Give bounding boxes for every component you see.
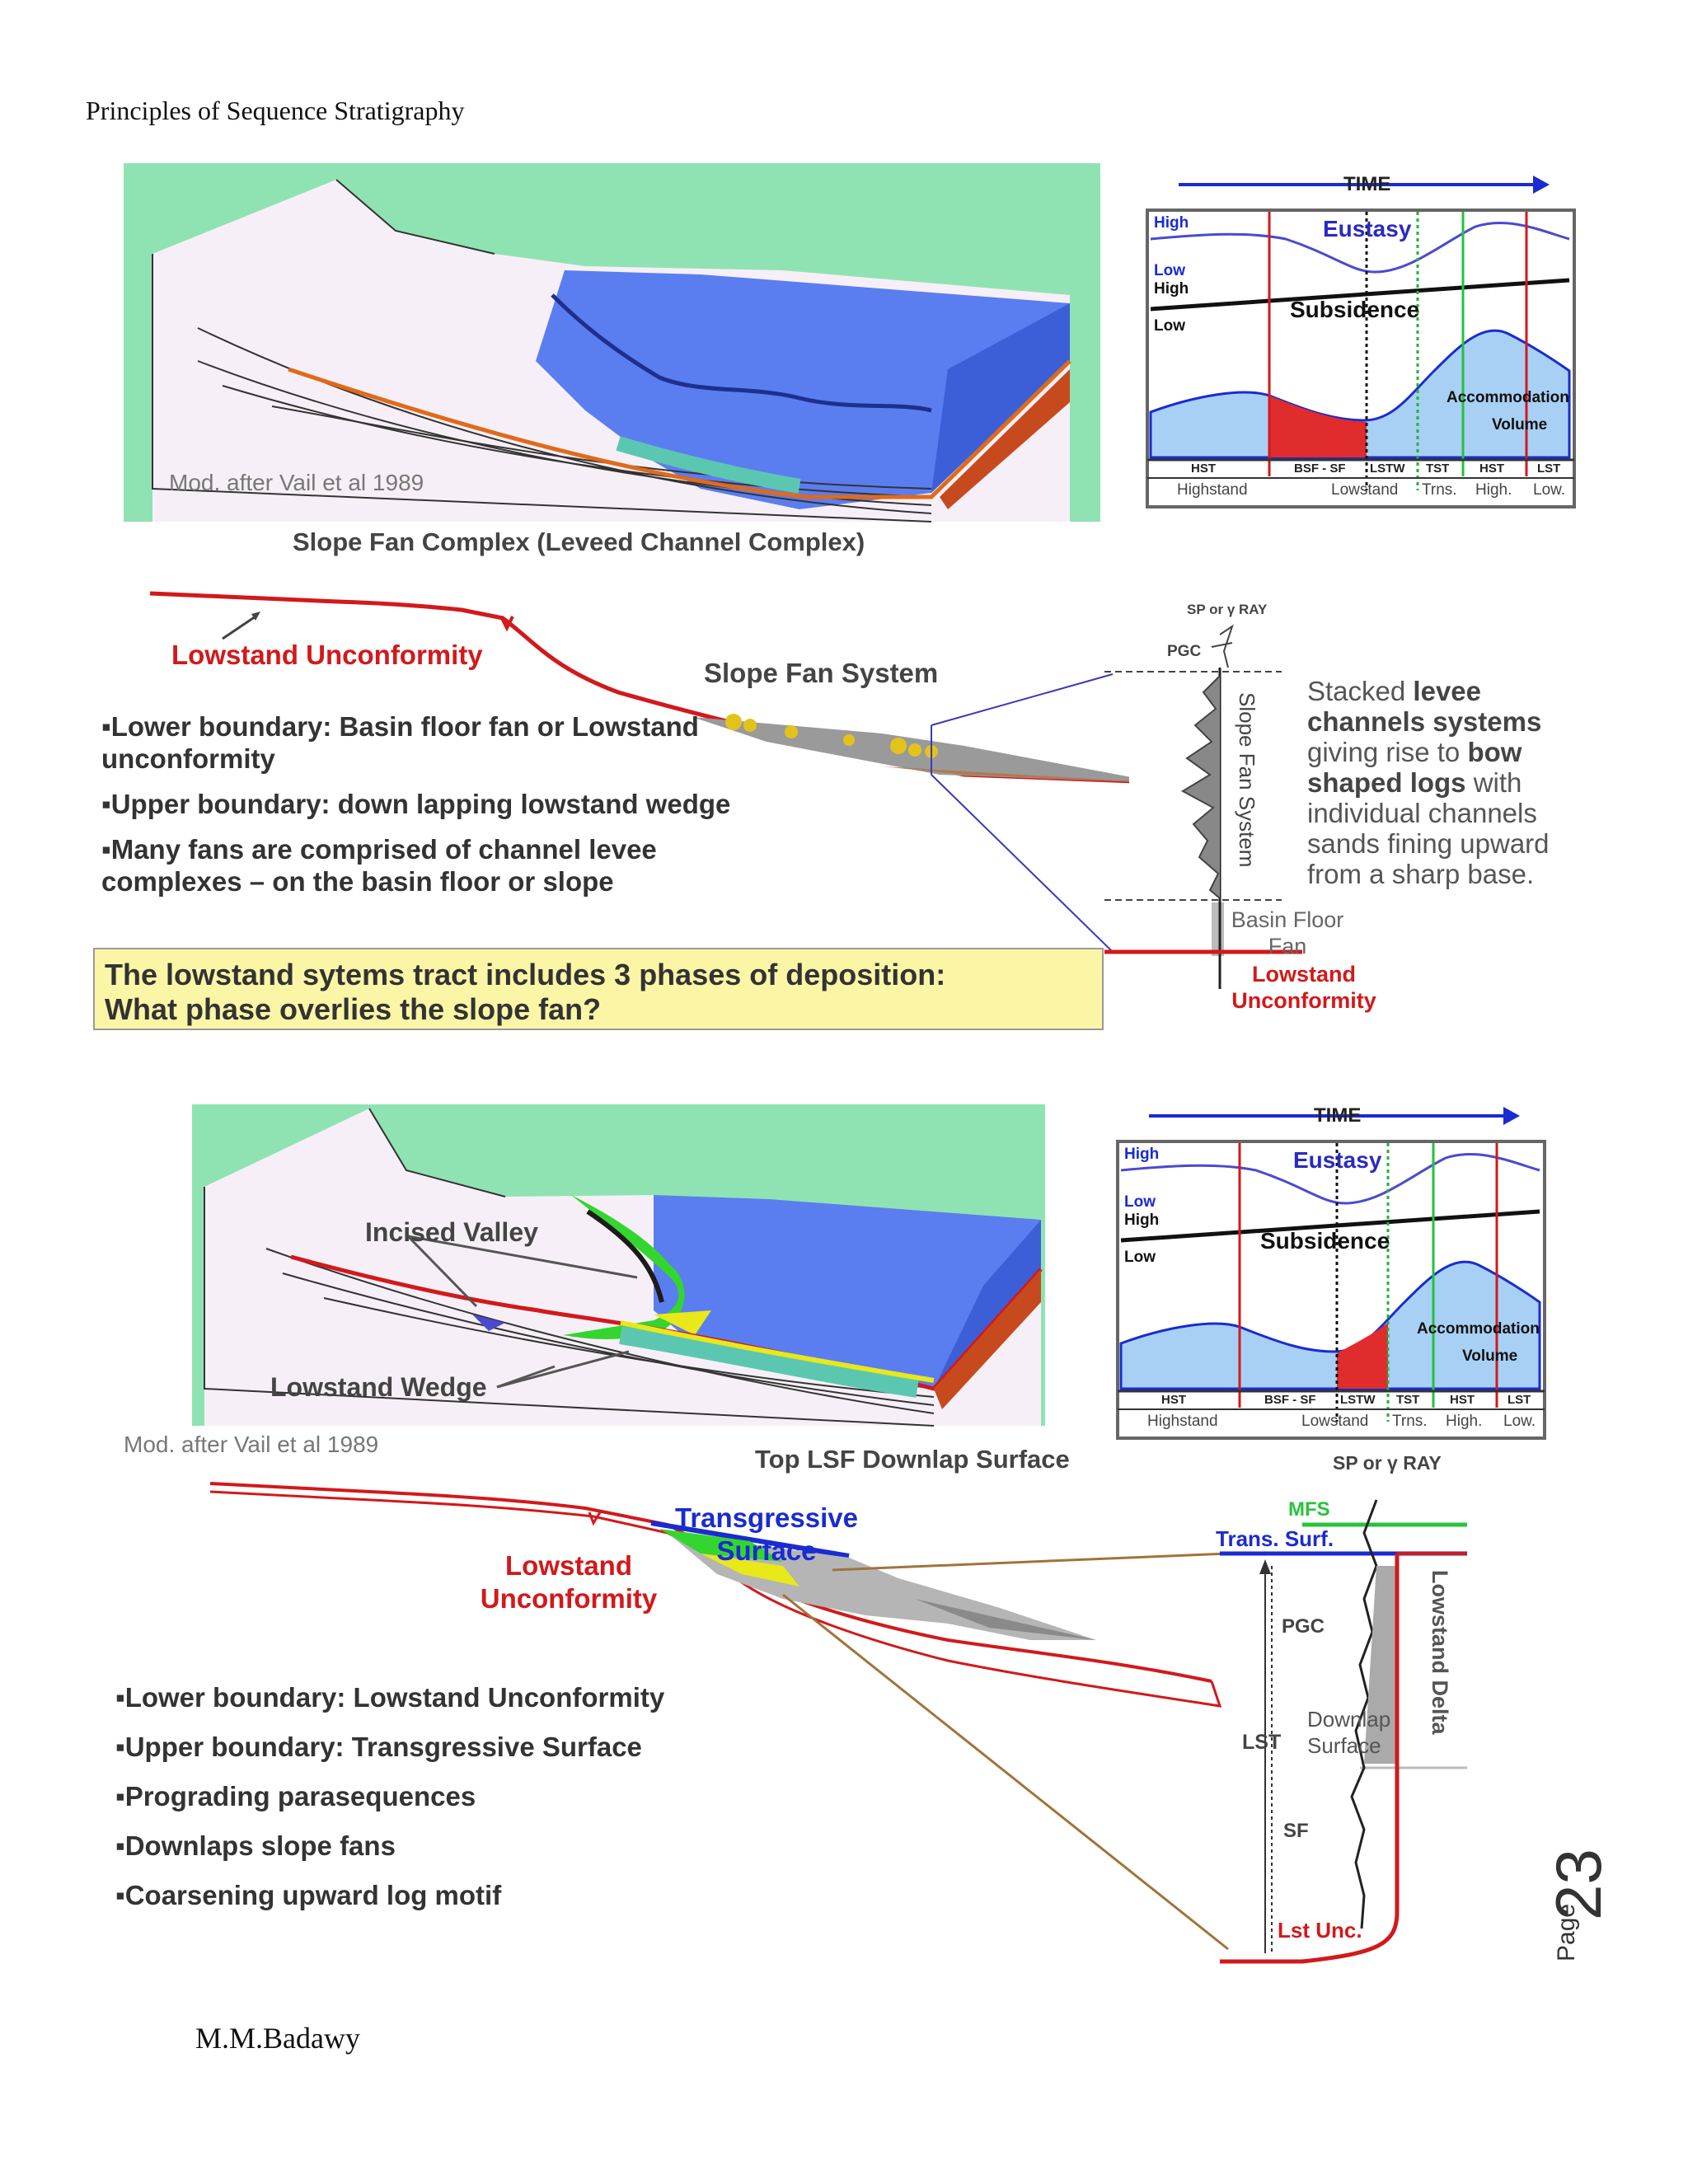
mfs-label: MFS: [1288, 1498, 1330, 1521]
page-number-value: 23: [1541, 1849, 1616, 1920]
subsidence-high-label: High: [1154, 280, 1189, 298]
bullet-item: ▪Many fans are comprised of channel leve…: [101, 833, 744, 898]
tract-tst: TST: [1426, 462, 1449, 476]
time-label: TIME: [1314, 1104, 1361, 1127]
running-header: Principles of Sequence Stratigraphy: [86, 96, 464, 126]
stage-high: High.: [1446, 1413, 1482, 1431]
tract-row: HST BSF - SF LSTW TST HST LST: [1146, 462, 1574, 478]
accommodation-label: Accommodation: [1447, 389, 1569, 407]
eustasy-label: Eustasy: [1323, 216, 1411, 242]
subsidence-label: Subsidence: [1260, 1228, 1390, 1254]
stage-lowstand: Lowstand: [1301, 1413, 1368, 1431]
surface-word: Surface: [668, 1535, 865, 1568]
subsidence-label: Subsidence: [1290, 297, 1419, 323]
eustasy-low-label: Low: [1154, 262, 1185, 280]
bullet-item: ▪Upper boundary: Transgressive Surface: [115, 1731, 758, 1763]
trans-surf-label: Trans. Surf.: [1216, 1526, 1334, 1552]
desc-text-2: giving rise to: [1307, 737, 1467, 767]
time-label: TIME: [1343, 173, 1390, 196]
bullet-item: ▪Upper boundary: down lapping lowstand w…: [101, 788, 744, 820]
log-unconformity-label: Lowstand Unconformity: [1221, 961, 1386, 1014]
bullet-item: ▪Coarsening upward log motif: [115, 1879, 758, 1911]
tract-hst2: HST: [1450, 1393, 1475, 1407]
stage-highstand: Highstand: [1147, 1413, 1218, 1431]
stage-low: Low.: [1503, 1413, 1536, 1431]
question-line-1: The lowstand sytems tract includes 3 pha…: [105, 958, 1092, 992]
tract-hst: HST: [1161, 1393, 1186, 1407]
downlap-word: Downlap: [1307, 1706, 1390, 1732]
log-header-2: SP or γ RAY: [1333, 1452, 1442, 1474]
incised-valley-label: Incised Valley: [365, 1217, 538, 1248]
sf-label: SF: [1283, 1820, 1309, 1843]
lowstand-word: Lowstand: [470, 1549, 668, 1582]
unconformity-word: Unconformity: [470, 1582, 668, 1615]
surface-word-2: Surface: [1307, 1732, 1390, 1759]
slope-fan-bullets: ▪Lower boundary: Basin floor fan or Lows…: [101, 710, 744, 911]
lst-unc-label: Lst Unc.: [1278, 1918, 1362, 1943]
slope-fan-interval-label: Slope Fan System: [1234, 692, 1259, 923]
pgc-label: PGC: [1167, 643, 1201, 661]
bullet-item: ▪Downlaps slope fans: [115, 1830, 758, 1862]
tract-row: HST BSF - SF LSTW TST HST LST: [1116, 1393, 1545, 1409]
log-header: SP or γ RAY: [1187, 602, 1267, 618]
tract-hst2: HST: [1479, 462, 1504, 476]
block-credit: Mod. after Vail et al 1989: [169, 470, 424, 495]
tract-tst: TST: [1396, 1393, 1419, 1407]
volume-label: Volume: [1462, 1347, 1517, 1366]
tract-bsf-sf: BSF - SF: [1264, 1393, 1316, 1407]
eustasy-label: Eustasy: [1293, 1147, 1381, 1174]
block-credit-2: Mod. after Vail et al 1989: [124, 1432, 378, 1458]
tract-lst: LST: [1507, 1393, 1531, 1407]
pgc-label-2: PGC: [1282, 1615, 1325, 1638]
stage-highstand: Highstand: [1177, 481, 1248, 499]
tract-lstw: LSTW: [1370, 462, 1405, 476]
question-line-2: What phase overlies the slope fan?: [105, 992, 1092, 1027]
stage-lowstand: Lowstand: [1331, 481, 1398, 499]
bullet-item: ▪Lower boundary: Basin floor fan or Lows…: [101, 710, 744, 775]
eustasy-low-label: Low: [1124, 1193, 1156, 1212]
accommodation-chart-2: TIME High Low High Low Eustasy Subsidenc…: [1116, 1096, 1551, 1442]
slope-fan-block-diagram: Mod. after Vail et al 1989: [124, 163, 1100, 526]
tract-lst: LST: [1537, 462, 1560, 476]
tract-bsf-sf: BSF - SF: [1294, 462, 1346, 476]
slope-fan-system-label: Slope Fan System: [704, 658, 938, 689]
downlap-log-label: Downlap Surface: [1307, 1706, 1390, 1759]
subsidence-high-label: High: [1124, 1212, 1159, 1230]
author-footer: M.M.Badawy: [195, 2021, 360, 2055]
stage-low: Low.: [1533, 481, 1565, 499]
figure1-caption: Slope Fan Complex (Leveed Channel Comple…: [293, 527, 865, 557]
tract-hst: HST: [1191, 462, 1216, 476]
slope-fan-description: Stacked levee channels systems giving ri…: [1307, 676, 1587, 889]
accommodation-label: Accommodation: [1417, 1320, 1540, 1338]
stage-trns: Trns.: [1422, 481, 1457, 499]
subsidence-low-label: Low: [1154, 317, 1185, 335]
subsidence-low-label: Low: [1124, 1249, 1156, 1267]
desc-text-1: Stacked: [1307, 676, 1413, 706]
lowstand-delta-label: Lowstand Delta: [1427, 1570, 1452, 1784]
stage-row: Highstand Lowstand Trns. High. Low.: [1116, 1413, 1545, 1431]
eustasy-high-label: High: [1154, 214, 1189, 232]
downlap-surface-label: Top LSF Downlap Surface: [755, 1445, 1070, 1474]
lowstand-wedge-bullets: ▪Lower boundary: Lowstand Unconformity ▪…: [115, 1681, 758, 1929]
transgressive-word: Transgressive: [668, 1502, 865, 1535]
stage-high: High.: [1475, 481, 1512, 499]
question-box: The lowstand sytems tract includes 3 pha…: [93, 948, 1104, 1030]
bullet-item: ▪Lower boundary: Lowstand Unconformity: [115, 1681, 758, 1713]
stage-trns: Trns.: [1392, 1413, 1428, 1431]
bullet-item: ▪Prograding parasequences: [115, 1780, 758, 1812]
eustasy-high-label: High: [1124, 1146, 1159, 1164]
basin-floor-fan-label: Basin Floor Fan: [1221, 907, 1353, 959]
lowstand-unconformity-label: Lowstand Unconformity: [171, 640, 483, 671]
accommodation-chart-1: TIME High Low High Low Eustasy Subsidenc…: [1146, 165, 1581, 511]
transgressive-surface-label: Transgressive Surface: [668, 1502, 865, 1568]
lowstand-unconformity-label-2: Lowstand Unconformity: [470, 1549, 668, 1615]
lowstand-wedge-label: Lowstand Wedge: [270, 1372, 487, 1403]
page-number: Page 23: [1541, 1838, 1632, 1970]
tract-lstw: LSTW: [1340, 1393, 1376, 1407]
lst-label: LST: [1242, 1731, 1281, 1755]
volume-label: Volume: [1492, 416, 1547, 434]
stage-row: Highstand Lowstand Trns. High. Low.: [1146, 481, 1574, 499]
